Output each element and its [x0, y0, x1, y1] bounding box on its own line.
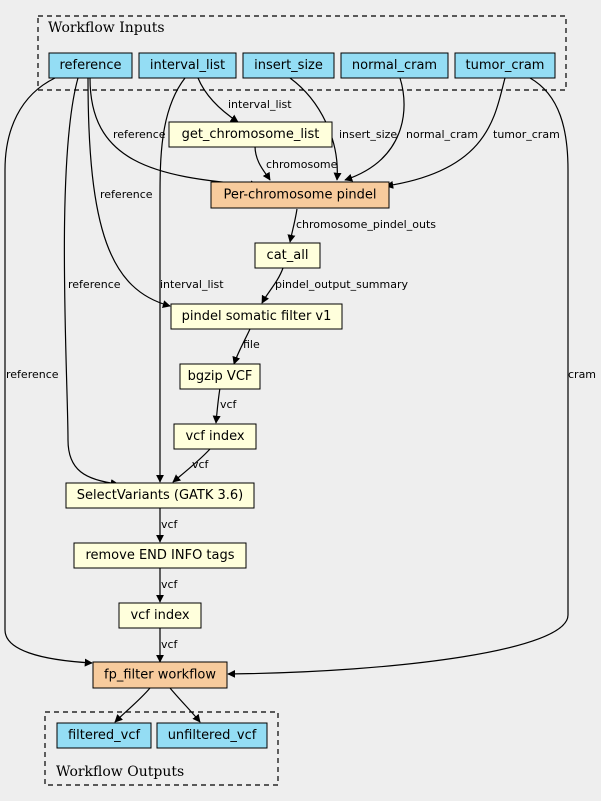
- node-filtered-vcf[interactable]: filtered_vcf: [56, 722, 152, 749]
- edge-label-chromosome-pindel-outs: chromosome_pindel_outs: [296, 218, 436, 231]
- workflow-outputs-cluster: Workflow Outputs: [44, 711, 279, 786]
- edge-filter-to-bgzip: [232, 328, 251, 365]
- workflow-inputs-cluster: Workflow Inputs: [37, 15, 567, 91]
- node-interval-list[interactable]: interval_list: [138, 52, 237, 79]
- edge-label-pindel-output-summary: pindel_output_summary: [275, 278, 408, 291]
- node-vcf-index-2-label: vcf index: [130, 608, 189, 623]
- node-interval-list-label: interval_list: [150, 58, 225, 73]
- edge-label-vcf-5: vcf: [161, 638, 179, 651]
- node-pindel-somatic-filter[interactable]: pindel somatic filter v1: [170, 303, 343, 330]
- node-get-chromosome-list-label: get_chromosome_list: [182, 127, 320, 142]
- edge-label-reference-select: reference: [68, 278, 121, 291]
- workflow-outputs-label: Workflow Outputs: [56, 764, 184, 780]
- edge-tumor-cram-to-pindel: [385, 77, 506, 189]
- edge-reference-to-fp: [4, 77, 93, 667]
- node-unfiltered-vcf[interactable]: unfiltered_vcf: [156, 722, 268, 749]
- node-normal-cram-label: normal_cram: [352, 58, 437, 73]
- edges: interval_list reference insert_size norm…: [4, 77, 596, 723]
- node-select-variants-label: SelectVariants (GATK 3.6): [77, 488, 244, 503]
- node-get-chromosome-list[interactable]: get_chromosome_list: [168, 121, 333, 148]
- node-unfiltered-vcf-label: unfiltered_vcf: [168, 728, 257, 743]
- node-vcf-index-1[interactable]: vcf index: [173, 423, 257, 450]
- nodes: reference interval_list insert_size norm…: [48, 52, 556, 749]
- edge-label-vcf-1: vcf: [220, 398, 238, 411]
- node-bgzip-vcf[interactable]: bgzip VCF: [179, 363, 261, 390]
- node-reference[interactable]: reference: [48, 52, 133, 79]
- node-tumor-cram[interactable]: tumor_cram: [454, 52, 556, 79]
- edge-label-insert-size: insert_size: [339, 128, 397, 141]
- node-cat-all-label: cat_all: [267, 248, 309, 263]
- edge-reference-to-filter: [87, 77, 171, 309]
- edge-cat-all-to-filter: [261, 267, 284, 304]
- edge-label-file: file: [243, 338, 260, 351]
- node-per-chromosome-pindel[interactable]: Per-chromosome pindel: [210, 181, 390, 209]
- edge-normal-cram-to-pindel: [344, 77, 405, 182]
- edge-label-vcf-4: vcf: [161, 578, 179, 591]
- node-pindel-somatic-filter-label: pindel somatic filter v1: [182, 309, 332, 324]
- edge-label-reference-pindel: reference: [113, 128, 166, 141]
- node-normal-cram[interactable]: normal_cram: [340, 52, 449, 79]
- edge-label-vcf-3: vcf: [161, 518, 179, 531]
- node-cat-all[interactable]: cat_all: [254, 242, 321, 269]
- node-vcf-index-1-label: vcf index: [185, 429, 244, 444]
- workflow-inputs-label: Workflow Inputs: [48, 20, 165, 36]
- node-reference-label: reference: [59, 58, 121, 73]
- node-select-variants[interactable]: SelectVariants (GATK 3.6): [65, 482, 255, 509]
- node-insert-size-label: insert_size: [254, 58, 323, 73]
- edge-gcl-to-pindel: [254, 145, 271, 181]
- edge-fp-to-filtered: [114, 687, 151, 723]
- edge-label-reference-fp: reference: [6, 368, 59, 381]
- node-fp-filter-workflow-label: fp_filter workflow: [104, 668, 216, 683]
- node-remove-end-info[interactable]: remove END INFO tags: [73, 542, 247, 569]
- edge-tumor-cram-to-fp: [227, 77, 569, 678]
- edge-interval-to-gcl: [197, 77, 239, 123]
- node-per-chromosome-pindel-label: Per-chromosome pindel: [223, 188, 376, 203]
- edge-reference-to-select: [63, 77, 119, 488]
- edge-bgzip-to-vcf-index-1: [212, 387, 221, 424]
- node-tumor-cram-label: tumor_cram: [466, 58, 545, 73]
- node-remove-end-info-label: remove END INFO tags: [85, 548, 234, 563]
- edge-label-normal-cram: normal_cram: [406, 128, 478, 141]
- edge-label-vcf-2: vcf: [192, 458, 210, 471]
- edge-label-interval-list: interval_list: [228, 98, 292, 111]
- node-bgzip-vcf-label: bgzip VCF: [188, 369, 253, 384]
- edge-interval-to-select: [156, 77, 186, 483]
- edge-pindel-to-cat-all: [287, 208, 298, 243]
- edge-label-reference-filter: reference: [100, 188, 153, 201]
- edge-fp-to-unfiltered: [169, 687, 201, 723]
- edge-label-chromosome: chromosome: [266, 158, 338, 171]
- edge-label-tumor-cram: tumor_cram: [493, 128, 560, 141]
- edge-vcf-index-1-to-select: [172, 448, 211, 483]
- node-vcf-index-2[interactable]: vcf index: [118, 602, 202, 629]
- node-fp-filter-workflow[interactable]: fp_filter workflow: [92, 661, 228, 689]
- node-filtered-vcf-label: filtered_vcf: [68, 728, 141, 743]
- node-insert-size[interactable]: insert_size: [242, 52, 335, 79]
- edge-label-interval-list-select: interval_list: [160, 278, 224, 291]
- edge-label-cram: cram: [568, 368, 596, 381]
